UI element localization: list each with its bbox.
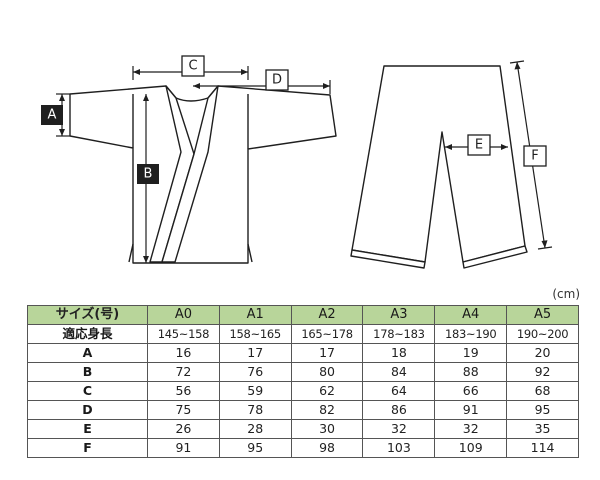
row-label: 適応身長 [27,324,148,344]
table-row: A 16 17 17 18 19 20 [27,343,579,363]
label-d: D [272,73,282,88]
size-header: A2 [290,305,364,325]
tag-b [137,164,159,184]
label-e: E [475,138,483,153]
tag-d [265,69,289,91]
table-cell: 78 [218,400,292,420]
table-cell: 114 [506,438,579,458]
jacket-drawing [69,85,337,264]
row-label: A [27,343,148,363]
table-cell: 59 [218,381,292,401]
tag-e [467,134,491,156]
pants-drawing [350,65,528,269]
label-a: A [48,108,57,123]
table-cell: 80 [290,362,364,382]
table-cell: 95 [218,438,292,458]
size-header: A3 [362,305,436,325]
label-f: F [531,149,538,164]
table-cell: 17 [218,343,292,363]
table-cell: 158~165 [218,324,292,344]
table-cell: 84 [362,362,436,382]
row-label: B [27,362,148,382]
tag-f [523,145,547,167]
table-cell: 178~183 [362,324,436,344]
table-cell: 19 [434,343,508,363]
table-cell: 88 [434,362,508,382]
size-header: A1 [218,305,292,325]
label-b: B [144,167,153,182]
size-header: A0 [147,305,220,325]
row-label: E [27,419,148,439]
table-cell: 82 [290,400,364,420]
table-cell: 92 [506,362,579,382]
table-cell: 32 [362,419,436,439]
table-cell: 20 [506,343,579,363]
table-cell: 91 [147,438,220,458]
table-cell: 98 [290,438,364,458]
tag-c [181,55,205,77]
dimension-d [193,80,331,94]
table-cell: 86 [362,400,436,420]
table-cell: 72 [147,362,220,382]
table-row: D 75 78 82 86 91 95 [27,400,579,420]
table-cell: 145~158 [147,324,220,344]
table-cell: 32 [434,419,508,439]
tag-a [41,105,63,125]
table-cell: 190~200 [506,324,579,344]
row-label: F [27,438,148,458]
table-cell: 103 [362,438,436,458]
table-cell: 109 [434,438,508,458]
table-cell: 183~190 [434,324,508,344]
table-header-row: サイズ(号) A0 A1 A2 A3 A4 A5 [27,305,579,325]
table-cell: 165~178 [290,324,364,344]
table-cell: 56 [147,381,220,401]
size-table: サイズ(号) A0 A1 A2 A3 A4 A5 適応身長 145~158 15… [27,305,579,458]
garment-diagram: A B C D E [41,55,553,269]
table-cell: 16 [147,343,220,363]
table-row: F 91 95 98 103 109 114 [27,438,579,458]
unit-label: (cm) [552,287,580,301]
table-cell: 76 [218,362,292,382]
table-cell: 28 [218,419,292,439]
table-cell: 75 [147,400,220,420]
table-row: C 56 59 62 64 66 68 [27,381,579,401]
table-cell: 30 [290,419,364,439]
table-row: B 72 76 80 84 88 92 [27,362,579,382]
table-corner: サイズ(号) [27,305,148,325]
row-label: C [27,381,148,401]
table-cell: 26 [147,419,220,439]
table-cell: 62 [290,381,364,401]
row-label: D [27,400,148,420]
table-cell: 91 [434,400,508,420]
table-row: 適応身長 145~158 158~165 165~178 178~183 183… [27,324,579,344]
table-cell: 95 [506,400,579,420]
table-cell: 17 [290,343,364,363]
table-cell: 68 [506,381,579,401]
label-c: C [188,59,197,74]
table-cell: 35 [506,419,579,439]
table-cell: 66 [434,381,508,401]
size-header: A4 [434,305,508,325]
table-cell: 64 [362,381,436,401]
table-cell: 18 [362,343,436,363]
size-header: A5 [506,305,579,325]
table-row: E 26 28 30 32 32 35 [27,419,579,439]
